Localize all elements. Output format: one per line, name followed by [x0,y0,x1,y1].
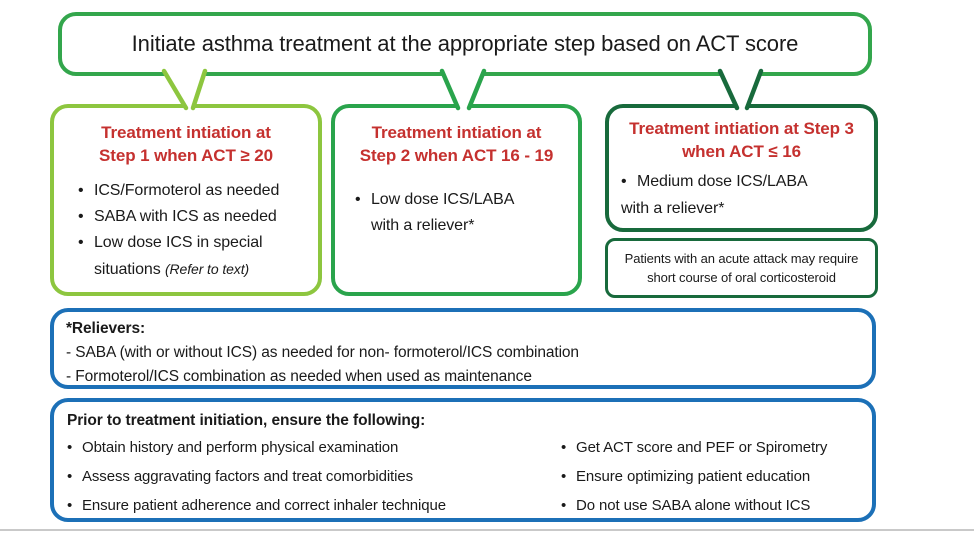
list-item: •Low dose ICS in special [78,230,312,256]
refer-note: (Refer to text) [164,261,250,277]
list-item: •Do not use SABA alone without ICS [561,491,862,520]
acute-attack-note: Patients with an acute attack may requir… [624,251,859,285]
relievers-box: *Relievers: - SABA (with or without ICS)… [50,308,876,389]
list-item-continuation: •situations (Refer to text) [94,261,250,278]
list-item: •Low dose ICS/LABA [355,187,574,213]
relievers-line1: - SABA (with or without ICS) as needed f… [66,344,579,361]
step3-box: Treatment intiation at Step 3 when ACT ≤… [605,104,878,232]
prior-heading: Prior to treatment initiation, ensure th… [67,412,426,429]
bullet-glyph: • [621,173,627,190]
step2-heading-line1: Treatment intiation at [371,123,542,142]
list-item: •ICS/Formoterol as needed [78,178,312,204]
step3-heading-line1: Treatment intiation at Step 3 [629,119,854,138]
bullet-glyph: • [78,234,84,251]
step2-heading: Treatment intiation at Step 2 when ACT 1… [335,121,578,167]
list-item: •SABA with ICS as needed [78,204,312,230]
prior-columns: •Obtain history and perform physical exa… [67,433,862,520]
bullet-glyph: • [78,182,84,199]
step2-box: Treatment intiation at Step 2 when ACT 1… [331,104,582,296]
step1-bullet-list: •ICS/Formoterol as needed •SABA with ICS… [54,178,318,283]
page-title: Initiate asthma treatment at the appropr… [131,31,799,56]
step1-heading: Treatment intiation at Step 1 when ACT ≥… [54,121,318,167]
bullet-glyph: • [67,468,73,485]
bullet-glyph: • [355,191,361,208]
list-item: •Get ACT score and PEF or Spirometry [561,433,862,462]
list-item: •Ensure optimizing patient education [561,462,862,491]
title-box: Initiate asthma treatment at the appropr… [58,12,872,76]
list-item: •Obtain history and perform physical exa… [67,433,561,462]
step3-heading-line2: when ACT ≤ 16 [682,142,801,161]
prior-left-column: •Obtain history and perform physical exa… [67,433,561,520]
list-item-continuation: with a reliever* [621,200,725,217]
bullet-glyph: • [78,208,84,225]
relievers-heading: *Relievers: [66,320,146,337]
acute-attack-note-box: Patients with an acute attack may requir… [605,238,878,298]
relievers-line2: - Formoterol/ICS combination as needed w… [66,368,532,385]
step2-heading-line2: Step 2 when ACT 16 - 19 [359,146,554,165]
bottom-divider [0,529,974,531]
bullet-glyph: • [67,497,73,514]
list-item-continuation: •with a reliever* [371,217,475,234]
prior-right-column: •Get ACT score and PEF or Spirometry •En… [561,433,862,520]
step1-box: Treatment intiation at Step 1 when ACT ≥… [50,104,322,296]
bullet-glyph: • [561,439,567,456]
step1-heading-line2: Step 1 when ACT ≥ 20 [99,146,273,165]
bullet-glyph: • [561,468,567,485]
step2-bullet-list: •Low dose ICS/LABA •with a reliever* [335,187,578,239]
bullet-glyph: • [561,497,567,514]
prior-to-treatment-box: Prior to treatment initiation, ensure th… [50,398,876,522]
list-item: •Ensure patient adherence and correct in… [67,491,561,520]
step3-bullet-list: •Medium dose ICS/LABA with a reliever* [609,168,874,222]
step1-heading-line1: Treatment intiation at [101,123,271,142]
list-item: •Assess aggravating factors and treat co… [67,462,561,491]
list-item: •Medium dose ICS/LABA [621,168,868,195]
step3-heading: Treatment intiation at Step 3 when ACT ≤… [609,117,874,163]
bullet-glyph: • [67,439,73,456]
